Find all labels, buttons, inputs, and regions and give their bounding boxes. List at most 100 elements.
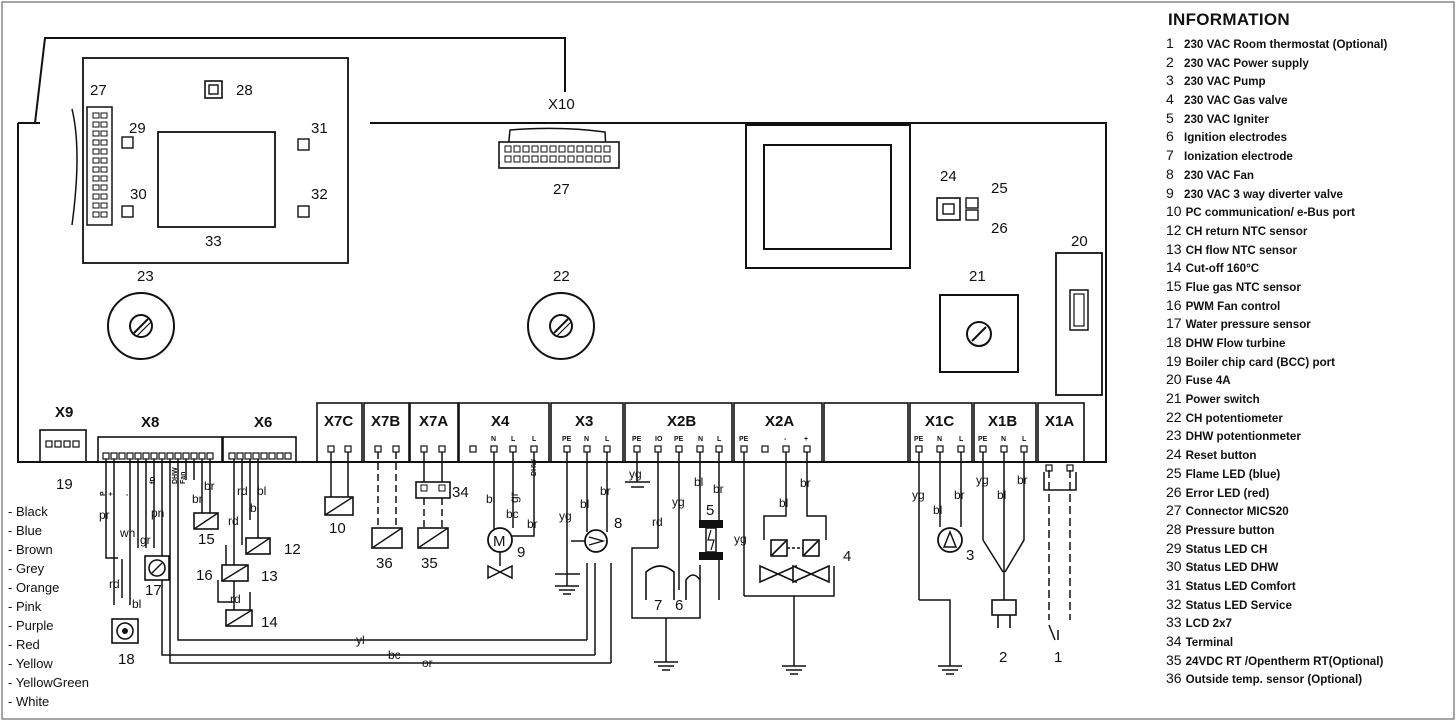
label-27-left: 27 (90, 82, 107, 99)
wire-br-5: br (713, 482, 724, 496)
pin-x2a-2: - (784, 436, 787, 443)
legend-item-text: Flame LED (blue) (1185, 467, 1281, 481)
wire-color-labels: pr wh gr pn rd bl br br rd bl rd bl rd b… (99, 467, 1028, 670)
fan-control-wires (586, 563, 612, 663)
legend-item-text: Pressure button (1185, 523, 1275, 537)
legend-item-text: Status LED Comfort (1185, 579, 1296, 593)
pin-x2b-5: L (717, 436, 722, 443)
fuse-4a: 20 (1055, 233, 1103, 396)
legend-item-number: 10 (1166, 203, 1182, 220)
label-4: 4 (843, 548, 851, 565)
label-x1a: X1A (1045, 413, 1074, 430)
legend-item-text: 230 VAC 3 way diverter valve (1184, 187, 1343, 201)
legend-item-number: 23 (1166, 427, 1182, 444)
pin-x1c-3: L (959, 436, 964, 443)
label-25: 25 (991, 180, 1008, 197)
component-18-flow-turbine (111, 618, 139, 644)
label-x9: X9 (55, 404, 73, 421)
component-numbers: 10 36 35 34 9 8 5 7 6 4 3 2 1 15 12 16 1… (118, 484, 1062, 668)
legend-item-text: Ionization electrode (1184, 150, 1293, 164)
legend-item: 9 230 VAC 3 way diverter valve (1166, 184, 1451, 203)
legend-item-number: 8 (1166, 165, 1174, 182)
pin-x3-1: PE (562, 436, 572, 443)
pin-x1c-1: PE (914, 436, 924, 443)
display-board: 27 28 29 30 31 32 33 (71, 57, 349, 264)
legend-item-text: 230 VAC Power supply (1184, 56, 1309, 70)
power-switch: 21 (939, 268, 1019, 373)
legend-item-number: 15 (1166, 277, 1182, 294)
pin-x2b-4: N (698, 436, 703, 443)
wire-br-9: br (527, 517, 538, 531)
legend-item-number: 22 (1166, 408, 1182, 425)
wire-bl-1c: bl (933, 503, 942, 517)
wire-bc: bc (388, 648, 401, 662)
label-33: 33 (205, 233, 222, 250)
wire-or: or (422, 656, 433, 670)
component-12-return-sensor (245, 537, 271, 555)
component-13-flow-sensor (221, 564, 249, 582)
legend-item-number: 29 (1166, 539, 1182, 556)
ground-symbol-ignition (653, 649, 679, 671)
pin-x4-3: L (532, 436, 537, 443)
wire-rd-16: rd (228, 514, 239, 528)
label-17: 17 (145, 582, 162, 599)
status-led-service (297, 205, 310, 218)
wire-rd-x6: rd (237, 484, 248, 498)
color-item: - Grey (8, 561, 45, 576)
label-23: 23 (137, 268, 154, 285)
legend-item-number: 7 (1166, 147, 1174, 164)
legend-item-number: 36 (1166, 670, 1182, 687)
legend-item-number: 26 (1166, 483, 1182, 500)
label-x6: X6 (254, 414, 272, 431)
pin-x4-1: N (491, 436, 496, 443)
flame-led (965, 197, 979, 209)
pin-x2a-1: PE (739, 436, 749, 443)
label-27-x10: 27 (553, 181, 570, 198)
component-15-flue-sensor (193, 512, 219, 530)
legend-item-number: 31 (1166, 576, 1182, 593)
label-30: 30 (130, 186, 147, 203)
legend-title: INFORMATION (1168, 10, 1290, 29)
status-led-dhw (121, 205, 134, 218)
color-item: - Red (8, 637, 40, 652)
label-22: 22 (553, 268, 570, 285)
wire-br-1b: br (1017, 473, 1028, 487)
legend-item-number: 13 (1166, 240, 1182, 257)
legend-item-number: 17 (1166, 315, 1182, 332)
legend-item-number: 18 (1166, 334, 1182, 350)
wire-bl-5: bl (694, 475, 703, 489)
label-31: 31 (311, 120, 328, 137)
legend-item-number: 20 (1166, 371, 1182, 388)
legend-item-number: 33 (1166, 614, 1182, 631)
legend-item-number: 3 (1166, 72, 1174, 89)
wiring (105, 452, 1077, 664)
pin-x2b-1: PE (632, 436, 642, 443)
label-21: 21 (969, 268, 986, 285)
legend-item-number: 4 (1166, 91, 1174, 108)
label-x1c: X1C (925, 413, 954, 430)
label-x7b: X7B (371, 413, 400, 430)
pin-x1b-2: N (1001, 436, 1006, 443)
legend-item-text: PC communication/ e-Bus port (1185, 206, 1355, 220)
wire-color-legend: - Black- Blue- Brown- Grey- Orange- Pink… (8, 502, 89, 711)
wire-yg-1b: yg (976, 473, 989, 487)
label-13: 13 (261, 568, 278, 585)
label-6: 6 (675, 597, 683, 614)
legend-item-number: 9 (1166, 184, 1174, 201)
